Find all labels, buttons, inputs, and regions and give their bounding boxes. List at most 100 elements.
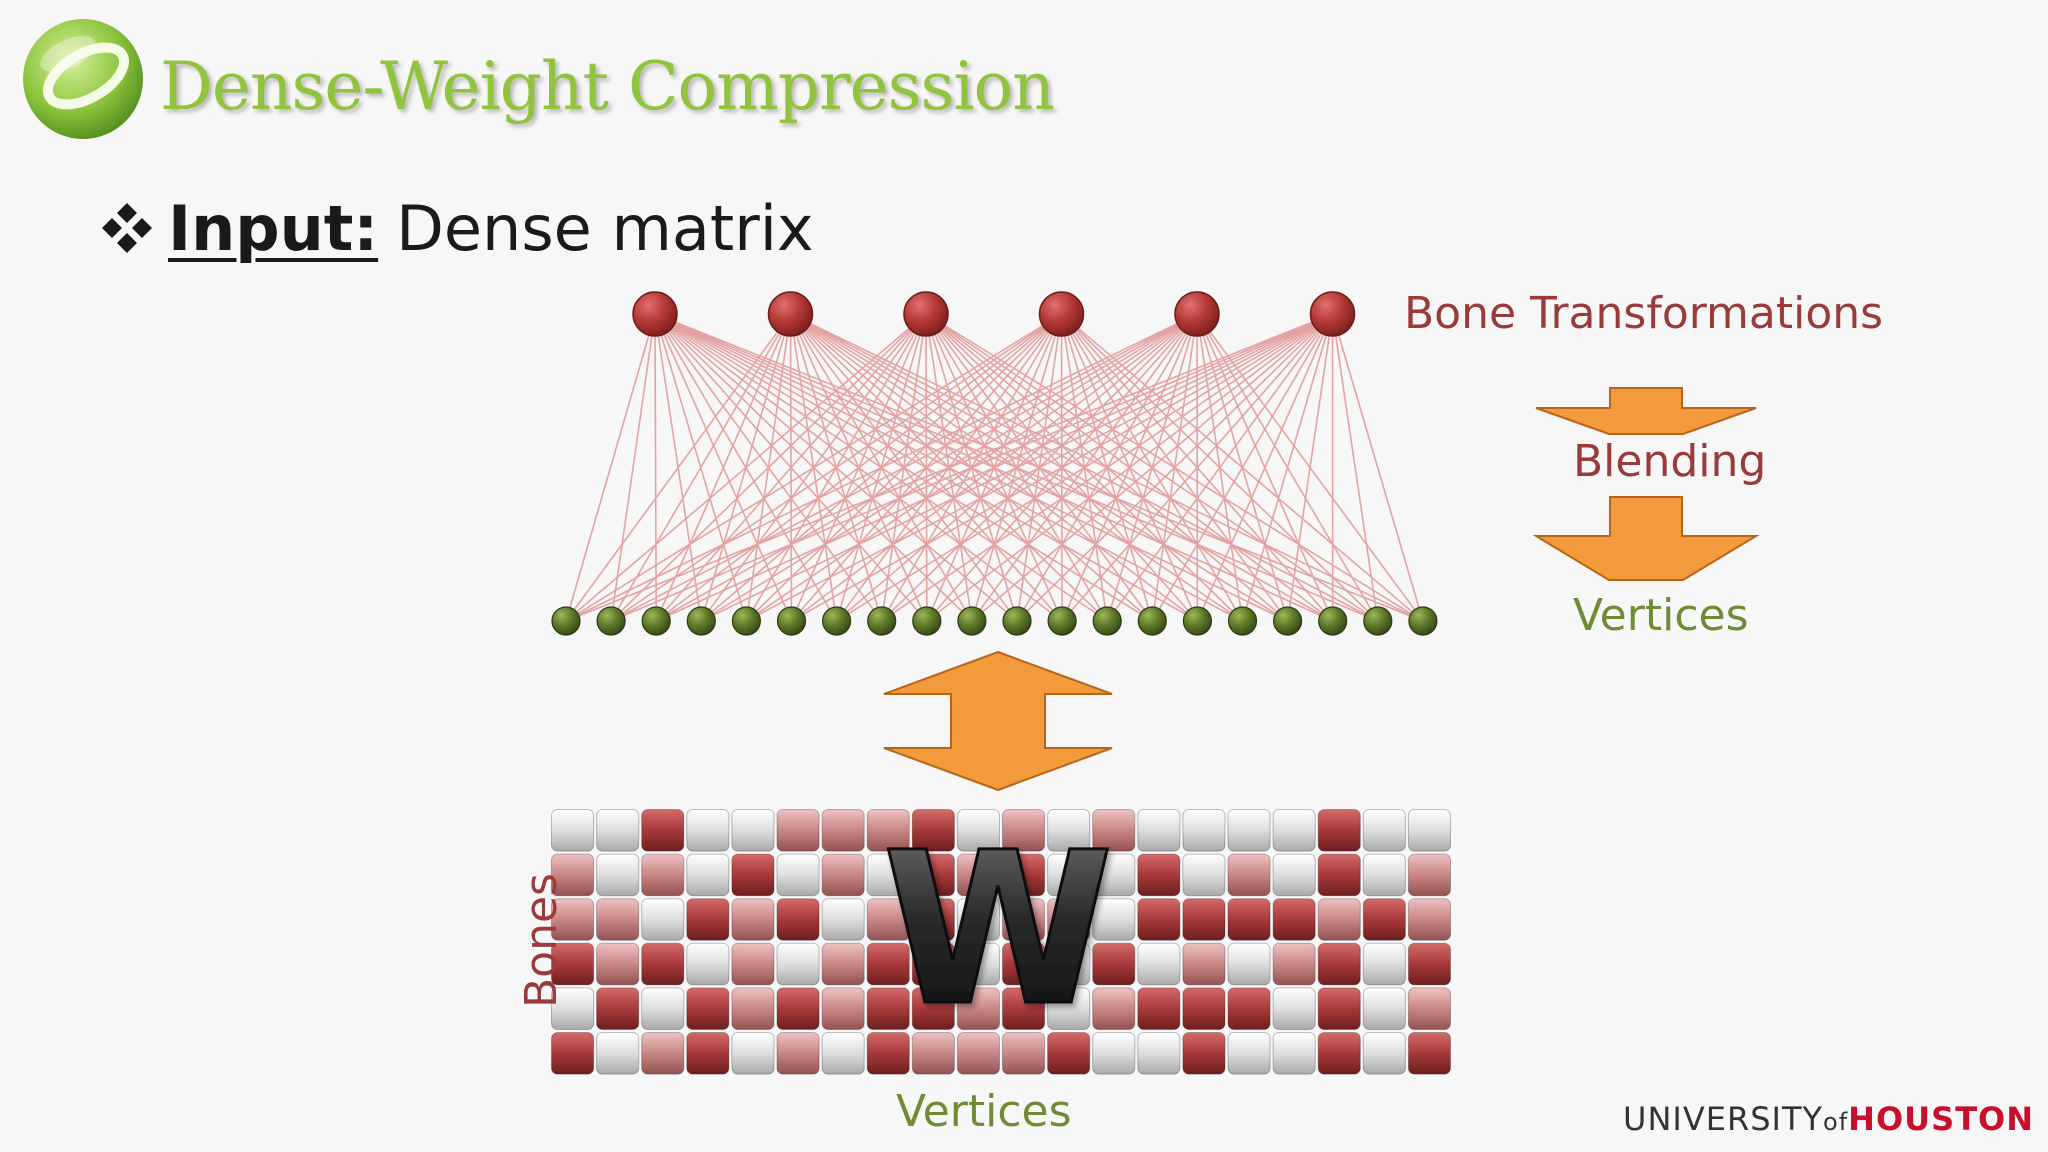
- matrix-cell: [1227, 1032, 1271, 1075]
- matrix-cell: [1227, 987, 1271, 1031]
- matrix-cell: [1362, 1032, 1406, 1075]
- matrix-cell: [596, 1032, 640, 1075]
- matrix-cell: [1047, 898, 1091, 941]
- matrix-cell: [911, 1032, 955, 1075]
- matrix-symbol: W: [882, 807, 1114, 1052]
- vertex-node: [867, 606, 897, 636]
- matrix-cell: [1092, 1032, 1136, 1075]
- matrix-cell: [911, 853, 955, 897]
- matrix-cell: [1407, 1032, 1452, 1075]
- vertex-node: [1318, 606, 1348, 636]
- connection-line: [565, 313, 1333, 622]
- slide-title: Dense-Weight Compression: [160, 48, 1055, 125]
- matrix-cell: [1137, 987, 1181, 1031]
- matrix-cell: [686, 853, 730, 897]
- matrix-cell: [1047, 1032, 1091, 1075]
- matrix-cell: [596, 987, 640, 1031]
- matrix-cell: [1227, 898, 1271, 941]
- matrix-cell: [1272, 853, 1316, 897]
- matrix-cell: [956, 898, 1001, 941]
- connection-line: [1151, 313, 1334, 622]
- matrix-cell: [1137, 898, 1181, 941]
- matrix-cell: [551, 1032, 595, 1075]
- matrix-cell: [821, 942, 865, 986]
- matrix-cell: [956, 987, 1001, 1031]
- bullet-text: Dense matrix: [396, 191, 814, 265]
- connection-line: [971, 313, 1334, 622]
- vertex-node: [1047, 606, 1077, 636]
- vertex-node: [1272, 606, 1303, 636]
- matrix-cell: [596, 942, 640, 986]
- matrix-cell: [1362, 853, 1406, 897]
- vertex-node: [596, 606, 626, 636]
- matrix-cell: [551, 853, 595, 897]
- matrix-cell: [821, 809, 865, 852]
- matrix-cell: [686, 942, 730, 986]
- connection-line: [655, 313, 1198, 622]
- bone-node: [903, 291, 949, 337]
- vertex-nodes: [551, 606, 1438, 636]
- double-arrow-icon: [883, 650, 1113, 792]
- matrix-cell: [1092, 809, 1136, 852]
- matrix-cell: [1092, 853, 1136, 897]
- connection-line: [565, 313, 1198, 622]
- weight-matrix: [551, 809, 1452, 1075]
- matrix-cell: [596, 853, 640, 897]
- matrix-cell: [596, 898, 640, 941]
- matrix-cell: [1002, 987, 1046, 1031]
- matrix-cell: [776, 898, 820, 941]
- matrix-cell: [641, 853, 685, 897]
- matrix-cell: [866, 1032, 910, 1075]
- down-arrow-icon: [1532, 496, 1760, 581]
- logo-university: UNIVERSITY: [1623, 1100, 1824, 1138]
- connection-line: [655, 313, 927, 622]
- vertex-node: [821, 606, 852, 636]
- connection-line: [610, 313, 792, 622]
- logo-of: of: [1823, 1108, 1849, 1136]
- connection-line: [565, 313, 927, 622]
- matrix-cell: [641, 987, 685, 1031]
- vertex-node: [912, 606, 942, 636]
- matrix-cell: [1407, 853, 1452, 897]
- connection-line: [610, 313, 927, 622]
- connection-line: [610, 313, 656, 622]
- matrix-cell: [1272, 898, 1316, 941]
- swoosh-logo-icon: [23, 19, 143, 139]
- vertex-node: [1092, 606, 1122, 636]
- matrix-cell: [1272, 809, 1316, 852]
- vertex-node: [731, 606, 762, 636]
- matrix-cell: [1137, 853, 1181, 897]
- matrix-cell: [1137, 809, 1181, 852]
- matrix-cell: [551, 942, 595, 986]
- bone-node: [632, 291, 678, 337]
- connection-line: [881, 313, 1333, 622]
- matrix-cell: [1182, 898, 1226, 941]
- matrix-cell: [866, 942, 910, 986]
- connection-line: [1331, 313, 1379, 622]
- vertices-flow-label: Vertices: [1573, 590, 1749, 641]
- vertex-node: [957, 606, 987, 636]
- matrix-cell: [1047, 809, 1091, 852]
- matrix-cell: [1182, 809, 1226, 852]
- connection-line: [655, 313, 792, 622]
- matrix-cell: [1092, 898, 1136, 941]
- connection-line: [1286, 313, 1334, 622]
- down-arrow-icon: [1535, 387, 1757, 435]
- connection-line: [1016, 313, 1334, 622]
- vertex-node: [686, 606, 716, 636]
- matrix-cell: [731, 987, 775, 1031]
- vertex-node: [776, 606, 807, 636]
- matrix-cell: [551, 809, 595, 852]
- vertex-node: [1137, 606, 1167, 636]
- bone-nodes: [632, 291, 1356, 337]
- matrix-cell: [1317, 898, 1361, 941]
- matrix-cell: [866, 853, 910, 897]
- matrix-cell: [956, 942, 1001, 986]
- bullet-label: Input:: [168, 191, 379, 265]
- matrix-cell: [1002, 853, 1046, 897]
- matrix-cell: [1137, 1032, 1181, 1075]
- matrix-cell: [686, 898, 730, 941]
- connection-line: [1196, 313, 1334, 622]
